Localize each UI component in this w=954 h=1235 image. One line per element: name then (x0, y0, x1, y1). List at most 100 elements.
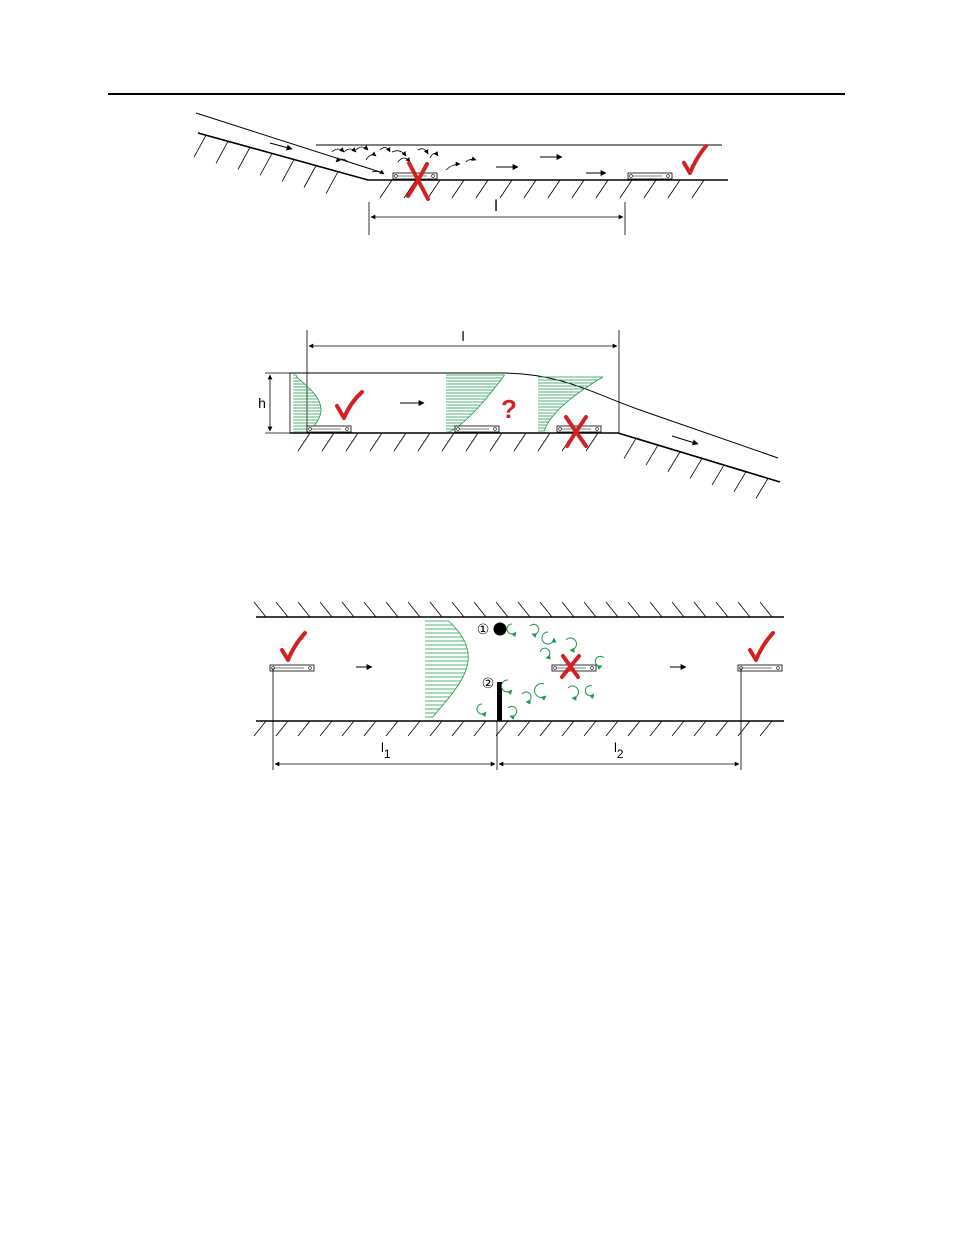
fig3-dimensions (273, 668, 741, 770)
wall-hatch-line (276, 721, 288, 736)
fig1-turbulence-swirls (332, 147, 476, 174)
bed-hatch-line (380, 180, 392, 198)
wall-hatch-line (738, 602, 750, 617)
fig3-sensor-1 (270, 665, 314, 671)
fig2-flow-arrow-down (672, 436, 698, 444)
fig3-length2-label: l2 (614, 740, 624, 761)
wall-hatch-line (254, 602, 266, 617)
wall-hatch-line (518, 721, 530, 736)
fig2-bed (290, 433, 780, 482)
bed-hatch-line (644, 180, 656, 198)
bed-hatch-line (538, 433, 550, 451)
fig2-check-mark (337, 392, 362, 418)
wall-hatch-line (320, 721, 332, 736)
wall-hatch-line (562, 721, 574, 736)
fig3-length1-label: l1 (381, 740, 391, 761)
bed-hatch-line (216, 141, 228, 163)
fig2-height-label: h (258, 395, 266, 411)
bed-hatch-line (282, 160, 294, 182)
fig1-check-mark (684, 146, 706, 173)
fig3-sensor-3 (738, 665, 782, 671)
bed-hatch-line (304, 166, 316, 188)
fig3-check-mark-left (282, 633, 305, 660)
wall-hatch-line (452, 602, 464, 617)
wall-hatch-line (628, 721, 640, 736)
wall-hatch-line (298, 602, 310, 617)
wall-hatch-line (474, 721, 486, 736)
wall-hatch-line (694, 602, 706, 617)
fig2-length-label: l (461, 328, 464, 344)
profile-curve (296, 375, 321, 432)
wall-hatch-line (650, 721, 662, 736)
bed-hatch-line (326, 172, 338, 194)
bed-hatch-line (194, 135, 206, 157)
fig3-obstacle-1-ball (494, 623, 507, 636)
bed-hatch-line (524, 180, 536, 198)
wall-hatch-line (562, 602, 574, 617)
wall-hatch-line (496, 721, 508, 736)
bed-hatch-line (514, 433, 526, 451)
wall-hatch-line (716, 602, 728, 617)
wall-hatch-line (276, 602, 288, 617)
fig1-inflow-surface (196, 113, 380, 172)
bed-hatch-line (322, 433, 334, 451)
wall-hatch-line (716, 721, 728, 736)
fig2-velocity-profile-2 (446, 375, 505, 432)
figure-1-hydraulic-jump: l (194, 113, 728, 235)
wall-hatch-line (342, 721, 354, 736)
bed-hatch-line (646, 445, 658, 465)
wall-hatch-line (672, 721, 684, 736)
figure-2-drawdown: l h ? (258, 328, 780, 498)
wall-hatch-line (386, 721, 398, 736)
wall-hatch-line (760, 602, 772, 617)
fig3-bottom-hatch (254, 721, 772, 736)
wall-hatch-line (320, 602, 332, 617)
bed-hatch-line (690, 458, 702, 478)
wall-hatch-line (738, 721, 750, 736)
wall-hatch-line (496, 602, 508, 617)
wall-hatch-line (650, 602, 662, 617)
bed-hatch-line (452, 180, 464, 198)
bed-hatch-line (572, 180, 584, 198)
wall-hatch-line (452, 721, 464, 736)
bed-hatch-line (548, 180, 560, 198)
bed-hatch-line (734, 472, 746, 492)
bed-hatch-line (298, 433, 310, 451)
bed-hatch-line (756, 478, 768, 498)
bed-hatch-line (418, 433, 430, 451)
wall-hatch-line (364, 721, 376, 736)
fig1-flow-arrows (270, 143, 606, 173)
wall-hatch-line (430, 721, 442, 736)
bed-hatch-line (692, 180, 704, 198)
wall-hatch-line (342, 602, 354, 617)
bed-hatch-line (394, 433, 406, 451)
fig2-water-surface (290, 373, 778, 458)
fig3-check-mark-right (750, 633, 773, 660)
wall-hatch-line (628, 602, 640, 617)
wall-hatch-line (540, 721, 552, 736)
bed-hatch-line (586, 433, 598, 451)
wall-hatch-line (694, 721, 706, 736)
fig3-obstacle-2-marker: ② (482, 676, 495, 692)
fig3-velocity-profile (425, 621, 468, 717)
profile-curve (449, 375, 504, 432)
bed-hatch-line (620, 180, 632, 198)
fig3-obstacle-2-plate (497, 682, 502, 721)
bed-hatch-line (596, 180, 608, 198)
bed-hatch-line (668, 452, 680, 472)
fig1-length-label: l (494, 198, 498, 215)
fig2-dimension-height (265, 373, 290, 433)
fig3-top-hatch (254, 602, 772, 617)
wall-hatch-line (540, 602, 552, 617)
wall-hatch-line (408, 721, 420, 736)
wall-hatch-line (298, 721, 310, 736)
fig2-question-mark: ? (501, 394, 517, 424)
bed-hatch-line (442, 433, 454, 451)
bed-hatch-line (466, 433, 478, 451)
fig2-sensor-2 (455, 426, 499, 432)
bed-hatch-line (370, 433, 382, 451)
wall-hatch-line (408, 602, 420, 617)
wall-hatch-line (254, 721, 266, 736)
wall-hatch-line (474, 602, 486, 617)
bed-hatch-line (238, 147, 250, 169)
